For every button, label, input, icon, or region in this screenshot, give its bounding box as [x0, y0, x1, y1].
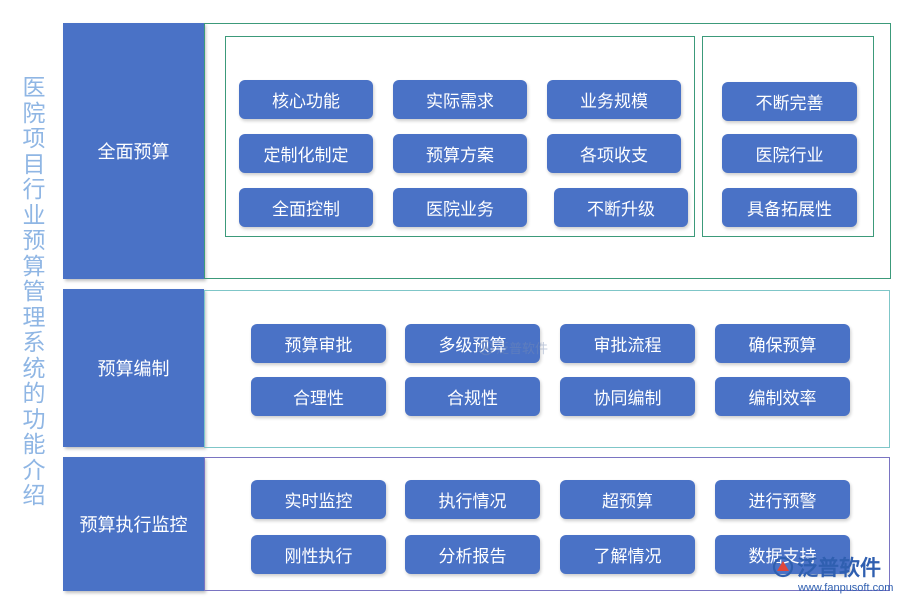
title-char: 系	[22, 330, 46, 356]
section-panel-budget-preparation	[204, 290, 890, 448]
feature-box: 协同编制	[560, 377, 695, 416]
feature-box: 具备拓展性	[722, 188, 857, 227]
feature-box: 进行预警	[715, 480, 850, 519]
title-char: 目	[22, 151, 46, 178]
group-b-frame	[702, 36, 874, 237]
watermark-center: 泛普软件	[478, 338, 548, 357]
feature-box: 不断升级	[554, 188, 688, 227]
title-char: 行	[22, 177, 46, 203]
watermark-corner: 泛普软件 www.fanpusoft.com	[772, 552, 897, 594]
feature-box: 合规性	[405, 377, 540, 416]
feature-box: 核心功能	[239, 80, 373, 119]
title-char: 医	[22, 75, 46, 101]
title-char: 功	[22, 406, 46, 433]
group-a-frame	[225, 36, 695, 237]
feature-box: 实际需求	[393, 80, 527, 119]
feature-box: 确保预算	[715, 324, 850, 363]
feature-box: 定制化制定	[239, 134, 373, 173]
title-char: 绍	[22, 483, 46, 509]
feature-box: 合理性	[251, 377, 386, 416]
title-char: 算	[22, 253, 46, 280]
title-char: 的	[22, 381, 46, 407]
feature-box: 预算审批	[251, 324, 386, 363]
feature-box: 实时监控	[251, 480, 386, 519]
feature-box: 执行情况	[405, 480, 540, 519]
brand-logo-icon	[478, 340, 494, 355]
feature-box: 编制效率	[715, 377, 850, 416]
title-char: 介	[22, 457, 46, 484]
title-char: 统	[22, 355, 46, 382]
brand-logo-icon	[772, 556, 794, 578]
title-char: 理	[22, 304, 46, 331]
feature-box: 不断完善	[722, 82, 857, 121]
feature-box: 医院业务	[393, 188, 527, 227]
feature-box: 医院行业	[722, 134, 857, 173]
feature-box: 多级预算	[405, 324, 540, 363]
title-char: 院	[22, 100, 46, 127]
vertical-title: 医 院 项 目 行 业 预 算 管 理 系 统 的 功 能 介 绍	[18, 75, 50, 510]
feature-box: 全面控制	[239, 188, 373, 227]
feature-box: 审批流程	[560, 324, 695, 363]
watermark-brand: 泛普软件	[496, 342, 549, 357]
watermark-url: www.fanpusoft.com	[798, 582, 894, 594]
feature-box: 刚性执行	[251, 535, 386, 574]
title-char: 业	[22, 202, 46, 229]
section-panel-execution-monitoring	[204, 457, 890, 591]
feature-box: 了解情况	[560, 535, 695, 574]
feature-box: 分析报告	[405, 535, 540, 574]
feature-box: 业务规模	[547, 80, 681, 119]
title-char: 预	[22, 228, 46, 254]
feature-box: 各项收支	[547, 134, 681, 173]
section-label-execution-monitoring: 预算执行监控	[63, 457, 204, 591]
section-label-full-budget: 全面预算	[63, 23, 204, 279]
watermark-brand: 泛普软件	[797, 556, 881, 580]
section-label-budget-preparation: 预算编制	[63, 289, 204, 447]
title-char: 能	[22, 432, 46, 458]
feature-box: 超预算	[560, 480, 695, 519]
title-char: 管	[22, 279, 46, 305]
feature-box: 预算方案	[393, 134, 527, 173]
title-char: 项	[22, 126, 46, 152]
section-panel-full-budget	[204, 23, 891, 279]
